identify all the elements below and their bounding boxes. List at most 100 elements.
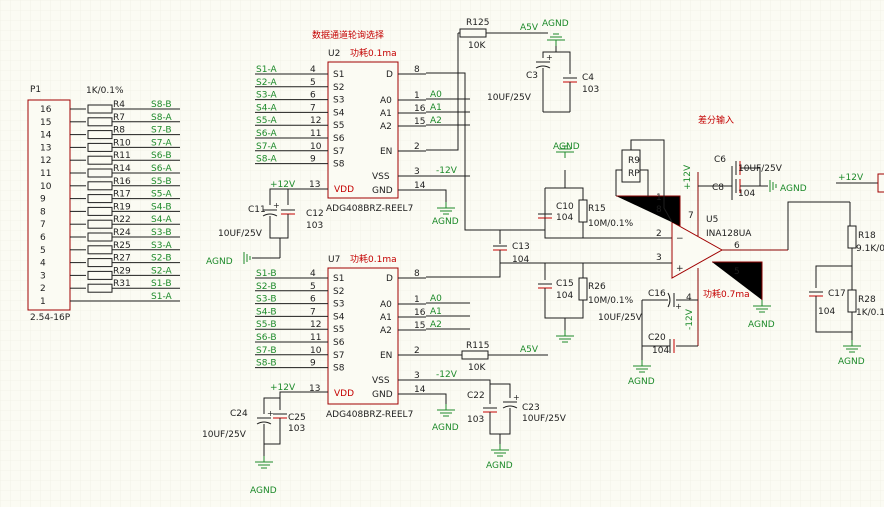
- bank-res-ref: R27: [113, 254, 131, 264]
- r28-val: 1K/0.1: [856, 308, 884, 318]
- bank-res-ref: R11: [113, 151, 131, 161]
- mux-right-pin: A2: [380, 326, 392, 336]
- p1-ref: P1: [30, 85, 41, 95]
- mux-right-num: 14: [414, 385, 426, 395]
- c13-ref: C13: [512, 242, 530, 252]
- bank-res-ref: R29: [113, 266, 131, 276]
- agnd-c11: AGND: [206, 257, 233, 267]
- u2-part: ADG408BRZ-REEL7: [326, 204, 413, 214]
- c15-ref: C15: [556, 279, 574, 289]
- mux-input-net: S1-B: [256, 269, 277, 279]
- mux-pin-name: S2: [333, 287, 344, 297]
- bank-resistor: [87, 168, 113, 178]
- c24-ref: C24: [230, 409, 248, 419]
- mux-right-pin: EN: [380, 351, 392, 361]
- mux-pin-name: S2: [333, 83, 344, 93]
- r125-val: 10K: [468, 41, 486, 51]
- mux-pin-name: S3: [333, 300, 344, 310]
- bank-res-ref: R4: [113, 100, 125, 110]
- mux-input-net: S7-A: [256, 142, 277, 152]
- c22-c23: AGND C22 103 C23 10UF/25V: [467, 383, 567, 471]
- u2-gnd-label: AGND: [432, 217, 459, 227]
- mux-right-pin: VSS: [372, 376, 390, 386]
- mux-right-pin: D: [386, 274, 393, 284]
- mux-pin-num: 10: [310, 142, 322, 152]
- u5-body: [671, 221, 724, 279]
- agnd-c22: AGND: [486, 461, 513, 471]
- c16-ref: C16: [648, 289, 666, 299]
- bank-res-ref: R10: [113, 138, 131, 148]
- mux-pin-name: S5: [333, 325, 344, 335]
- mux-pin-num: 4: [310, 269, 316, 279]
- u7-wiring: A0 A1 A2 R115 10K A5V -12V AGND +12V: [270, 262, 548, 433]
- p1-pin-9: 9: [40, 195, 46, 205]
- input-filter: 差分输入 C13 104 AGND C10 104 R15 10M/0.1% C…: [492, 114, 734, 343]
- mux-input-net: S4-A: [256, 103, 277, 113]
- c3-c4: AGND C3 10UF/25V C4 103: [487, 19, 599, 113]
- mux-pin-name: S6: [333, 134, 345, 144]
- r18-val: 9.1K/0: [856, 244, 884, 254]
- p12-right: +12V: [838, 173, 864, 183]
- u7-vdd-net: +12V: [270, 383, 296, 393]
- p1-pin-8: 8: [40, 207, 46, 217]
- amp-u5: − + U5 INA128UA 功耗0.7ma R9 RP 1 8 2 3 7 …: [598, 139, 850, 387]
- u5-pin-5: 5: [734, 267, 740, 277]
- c6-ref: C6: [714, 155, 726, 165]
- mux-pin-num: 5: [310, 78, 316, 88]
- u5-ref: U5: [706, 215, 718, 225]
- mux-input-net: S3-B: [256, 295, 277, 305]
- bank-resistor: [87, 258, 113, 268]
- mux-right-pin: GND: [372, 186, 393, 196]
- c11-val: 10UF/25V: [218, 229, 263, 239]
- u2-vdd-net: +12V: [270, 180, 296, 190]
- c16-val: 10UF/25V: [598, 313, 643, 323]
- mux-pin-name: S1: [333, 274, 344, 284]
- mux-right-num: 14: [414, 181, 426, 191]
- c11-c12: C11 10UF/25V C12 103 AGND: [206, 188, 324, 267]
- p1-pin-14: 14: [40, 131, 52, 141]
- u7-part: ADG408BRZ-REEL7: [326, 410, 413, 420]
- mux-right-pin: A1: [380, 313, 392, 323]
- u7-addr-a1: A1: [430, 307, 442, 317]
- p1-pin-11: 11: [40, 169, 51, 179]
- bank-res-ref: R17: [113, 190, 131, 200]
- c3-ref: C3: [526, 71, 538, 81]
- u7-addr-a0: A0: [430, 294, 442, 304]
- mux-right-num: 1: [414, 295, 420, 305]
- mux-pin-num: 12: [310, 320, 321, 330]
- bank-res-ref: R24: [113, 228, 131, 238]
- mux-vdd-num: 13: [309, 384, 320, 394]
- u2-addr-a2: A2: [430, 116, 442, 126]
- bank-net-label: S3-B: [151, 228, 172, 238]
- u5-vneg-net: -12V: [685, 308, 695, 330]
- u7-vss-net: -12V: [436, 370, 458, 380]
- u7-body: [327, 267, 399, 405]
- p1-pin-4: 4: [40, 259, 46, 269]
- p1-pin-16: 16: [40, 105, 52, 115]
- r28-ref: R28: [858, 295, 876, 305]
- bank-resistor: [87, 219, 113, 229]
- bank-net-label: S7-A: [151, 138, 172, 148]
- mux-right-pin: A1: [380, 109, 392, 119]
- mux-vdd-label: VDD: [334, 185, 354, 195]
- bank-net-label: S2-A: [151, 266, 172, 276]
- bank-res-ref: R16: [113, 177, 131, 187]
- mux-right-pin: A2: [380, 122, 392, 132]
- u2-addr-a0: A0: [430, 90, 442, 100]
- bank-resistor: [87, 283, 113, 293]
- mux-right-num: 15: [414, 117, 425, 127]
- mux-right-num: 2: [414, 142, 420, 152]
- mux-pin-name: S7: [333, 147, 344, 157]
- mux-pin-num: 6: [310, 91, 316, 101]
- bank-resistor: [87, 117, 113, 127]
- p1-pin-7: 7: [40, 220, 46, 230]
- c22-ref: C22: [467, 391, 485, 401]
- bank-resistor: [87, 155, 113, 165]
- agnd-ref: AGND: [748, 320, 775, 330]
- mux-pin-name: S5: [333, 121, 344, 131]
- p1-pin-6: 6: [40, 233, 46, 243]
- mux-pin-num: 5: [310, 282, 316, 292]
- c24-c25: AGND C24 10UF/25V C25 103: [202, 391, 306, 496]
